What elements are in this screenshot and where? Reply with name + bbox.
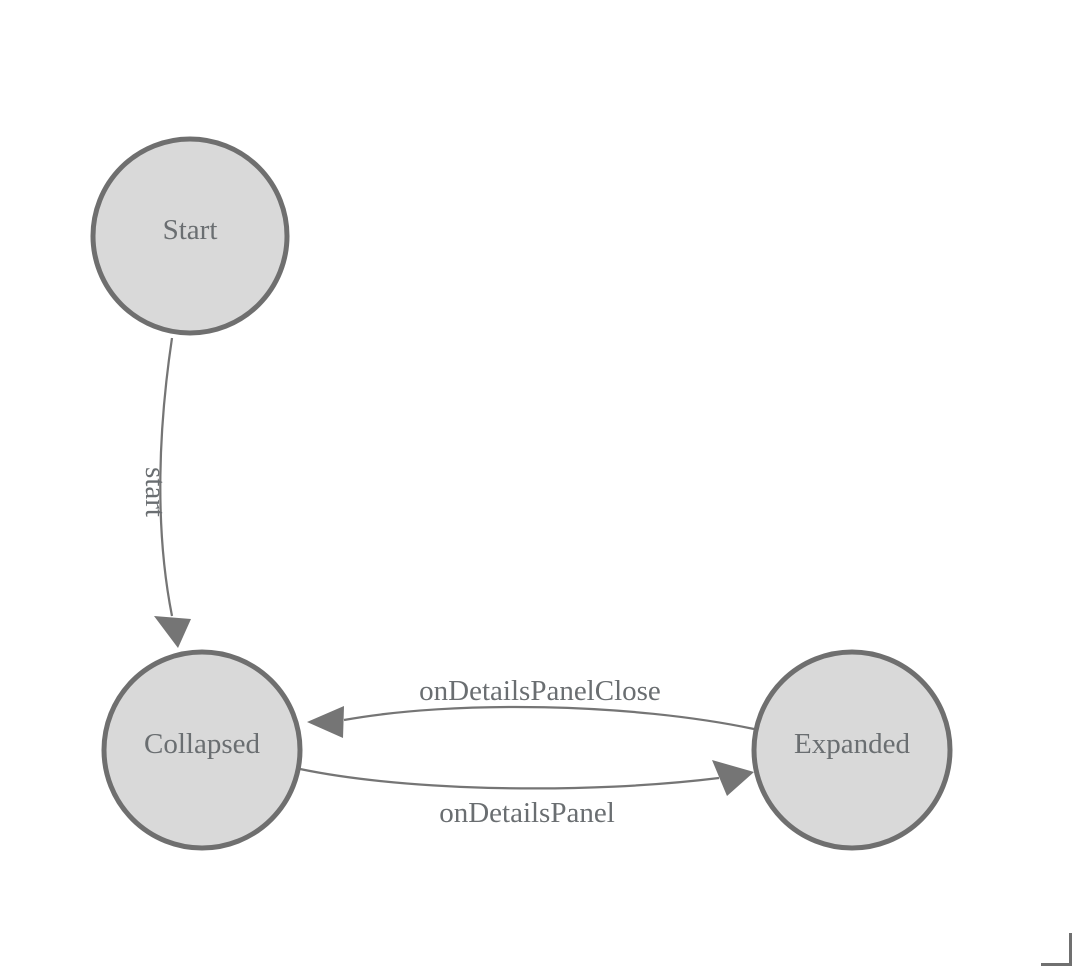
state-circle-expanded[interactable]: [751, 649, 953, 851]
edge-start-to-collapsed: [159, 337, 174, 617]
state-node-collapsed[interactable]: Collapsed: [101, 649, 303, 851]
arrowhead-into-collapsed-right: [307, 706, 344, 738]
state-circle-collapsed[interactable]: [101, 649, 303, 851]
edge-expanded-to-collapsed: [343, 705, 755, 731]
arrowhead-into-expanded-left: [712, 760, 754, 796]
resize-corner-icon[interactable]: [1041, 933, 1072, 966]
arrowhead-into-collapsed-top: [154, 616, 191, 648]
resize-corner-horizontal-bar: [1041, 963, 1072, 966]
edge-label-ondetailspanelclose: onDetailsPanelClose: [419, 675, 661, 707]
resize-corner-vertical-bar: [1069, 933, 1072, 966]
edge-label-ondetailspanel: onDetailsPanel: [439, 797, 615, 829]
edge-label-start: start: [139, 467, 171, 517]
state-circle-start[interactable]: [90, 136, 290, 336]
state-node-start[interactable]: Start: [90, 136, 290, 336]
edge-collapsed-to-expanded: [299, 767, 720, 790]
state-label-expanded: Expanded: [794, 728, 910, 760]
state-label-start: Start: [163, 214, 218, 246]
state-label-collapsed: Collapsed: [144, 728, 260, 760]
state-node-expanded[interactable]: Expanded: [751, 649, 953, 851]
